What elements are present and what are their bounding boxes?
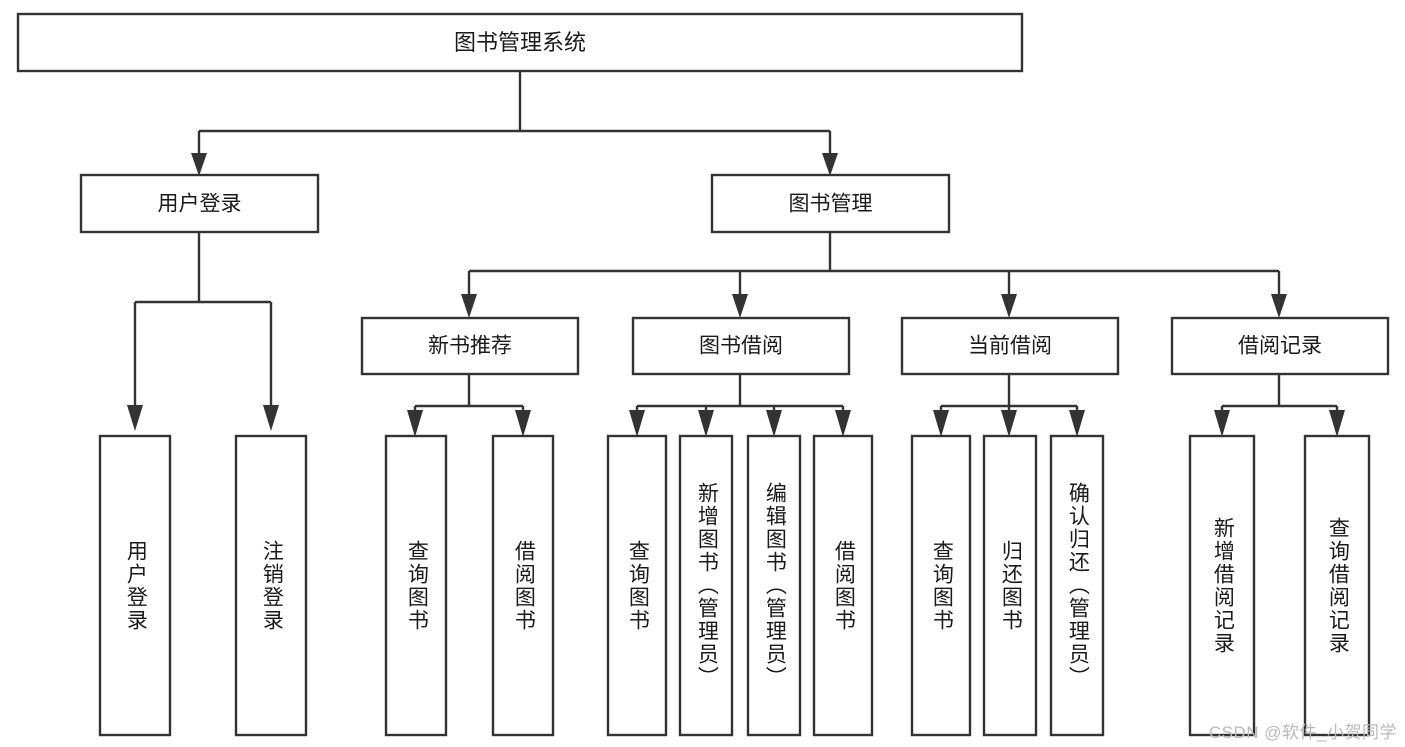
node-new-book-recommend[interactable] <box>360 316 580 376</box>
node-leaf-return-book[interactable] <box>982 434 1038 737</box>
node-group: 图书管理系统 用户登录 图书管理 新书推荐 图书借阅 当前借阅 借阅记录 <box>16 12 1390 737</box>
arrowhead-book-manage <box>822 153 838 176</box>
node-current-borrow-label: 当前借阅 <box>968 335 1052 358</box>
arrowhead-leaf-edit-book <box>766 410 782 437</box>
csdn-watermark: CSDN @软件_小贺同学 <box>1208 723 1397 742</box>
arrowhead-borrow-record <box>1271 294 1287 318</box>
arrowhead-leaf-query-1 <box>407 410 423 437</box>
node-leaf-confirm-return[interactable] <box>1049 434 1105 737</box>
node-leaf-query-book-2[interactable] <box>606 434 668 737</box>
node-leaf-logout[interactable] <box>234 434 308 737</box>
node-current-borrow[interactable] <box>900 316 1120 376</box>
node-leaf-edit-book[interactable] <box>746 434 802 737</box>
arrowhead-leaf-borrow-2 <box>835 410 851 437</box>
node-borrow-record[interactable] <box>1170 316 1390 376</box>
arrowhead-leaf-confirm-return <box>1069 410 1085 437</box>
arrowhead-current-borrow <box>1001 294 1017 318</box>
node-book-borrow[interactable] <box>631 316 851 376</box>
node-user-login[interactable] <box>79 173 320 234</box>
node-borrow-record-label: 借阅记录 <box>1238 335 1322 358</box>
node-leaf-add-record[interactable] <box>1188 434 1256 737</box>
connector-group <box>127 71 1345 437</box>
arrowhead-leaf-query-2 <box>629 410 645 437</box>
node-root[interactable] <box>16 12 1024 73</box>
arrowhead-leaf-return-book <box>1001 410 1017 437</box>
arrowhead-leaf-borrow-1 <box>515 410 531 437</box>
node-leaf-query-book-3[interactable] <box>910 434 972 737</box>
node-leaf-query-record[interactable] <box>1303 434 1371 737</box>
arrowhead-new-book <box>461 294 477 318</box>
arrowhead-leaf-query-record <box>1329 410 1345 437</box>
arrowhead-book-borrow <box>732 294 748 318</box>
arrowhead-leaf-logout <box>263 405 279 431</box>
arrowhead-user-login <box>191 153 207 176</box>
node-new-book-recommend-label: 新书推荐 <box>428 335 512 358</box>
arrowhead-leaf-add-book <box>698 410 714 437</box>
node-user-login-label: 用户登录 <box>158 193 242 216</box>
node-leaf-borrow-book-2[interactable] <box>812 434 874 737</box>
node-book-manage[interactable] <box>710 173 951 234</box>
node-book-manage-label: 图书管理 <box>789 193 873 216</box>
arrowhead-leaf-user-login <box>127 405 143 431</box>
node-leaf-add-book[interactable] <box>678 434 734 737</box>
node-leaf-query-book-1[interactable] <box>384 434 448 737</box>
arrowhead-leaf-query-3 <box>933 410 949 437</box>
node-root-label: 图书管理系统 <box>454 30 586 55</box>
node-leaf-borrow-book-1[interactable] <box>491 434 555 737</box>
node-book-borrow-label: 图书借阅 <box>699 335 783 358</box>
arrowhead-leaf-add-record <box>1214 410 1230 437</box>
node-leaf-user-login[interactable] <box>98 434 172 737</box>
